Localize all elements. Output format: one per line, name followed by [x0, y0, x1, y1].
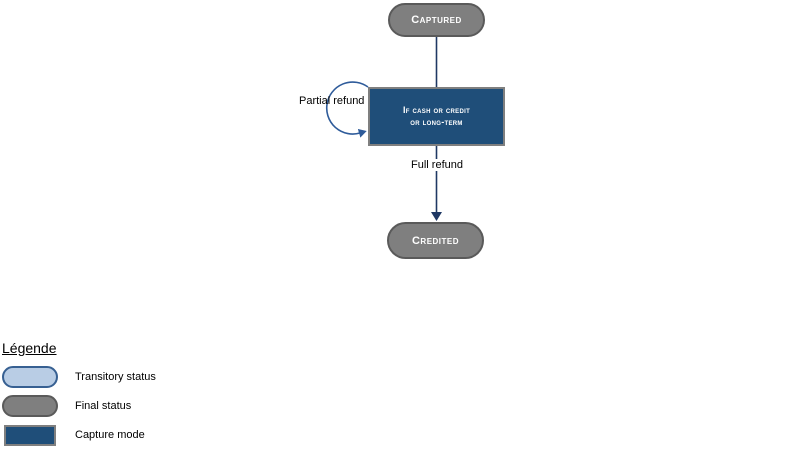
legend-row-transitory-status: Transitory status — [2, 366, 156, 388]
edge-label-full-refund: Full refund — [408, 159, 466, 171]
legend-label-final-status: Final status — [75, 400, 132, 412]
legend-label-transitory-status: Transitory status — [75, 371, 156, 383]
legend-row-capture-mode: Capture mode — [2, 424, 156, 446]
condition-label-line1: If cash or credit — [402, 104, 471, 115]
final-status-swatch-icon — [2, 395, 58, 417]
node-capture-mode-condition: If cash or credit or long-term — [368, 87, 505, 146]
node-captured: Captured — [388, 3, 485, 37]
condition-label-line2: or long-term — [410, 116, 463, 127]
node-captured-label: Captured — [411, 14, 462, 26]
transitory-status-swatch-icon — [2, 366, 58, 388]
edge-label-partial-refund: Partial refund — [299, 95, 365, 107]
legend-title: Légende — [2, 340, 57, 356]
capture-mode-swatch-icon — [4, 424, 56, 446]
legend-row-final-status: Final status — [2, 395, 156, 417]
legend: Légende Transitory status Final status C… — [2, 340, 156, 453]
self-loop-arrow — [325, 81, 369, 138]
node-credited: Credited — [387, 222, 484, 259]
legend-label-capture-mode: Capture mode — [75, 429, 145, 441]
node-credited-label: Credited — [411, 234, 460, 247]
